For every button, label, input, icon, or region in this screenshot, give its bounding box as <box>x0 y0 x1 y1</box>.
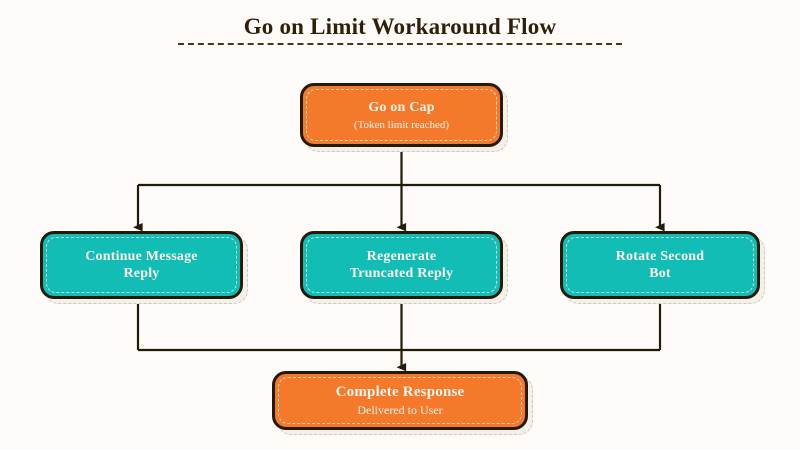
node-regenerate-truncated-reply-title-line2: Truncated Reply <box>349 266 454 281</box>
title-divider <box>178 43 622 45</box>
node-continue-message-reply-title-line2: Reply <box>123 266 160 281</box>
node-go-on-cap-subtitle: (Token limit reached) <box>353 118 450 131</box>
node-rotate-second-bot-title-line2: Bot <box>649 266 671 281</box>
node-rotate-second-bot-title-line1: Rotate Second <box>615 249 705 264</box>
node-regenerate-truncated-reply-title-line1: Regenerate <box>366 249 437 264</box>
node-complete-response[interactable]: Complete Response Delivered to User <box>272 371 528 430</box>
node-continue-message-reply[interactable]: Continue Message Reply <box>40 231 243 299</box>
node-go-on-cap-title: Go on Cap <box>368 99 435 115</box>
node-complete-response-subtitle: Delivered to User <box>357 403 443 417</box>
node-go-on-cap[interactable]: Go on Cap (Token limit reached) <box>300 83 503 147</box>
node-continue-message-reply-title-line1: Continue Message <box>85 249 198 264</box>
title-block: Go on Limit Workaround Flow <box>0 14 800 40</box>
node-rotate-second-bot[interactable]: Rotate Second Bot <box>560 231 760 299</box>
node-complete-response-title: Complete Response <box>335 384 465 400</box>
page-title: Go on Limit Workaround Flow <box>243 14 557 39</box>
node-regenerate-truncated-reply[interactable]: Regenerate Truncated Reply <box>300 231 503 299</box>
